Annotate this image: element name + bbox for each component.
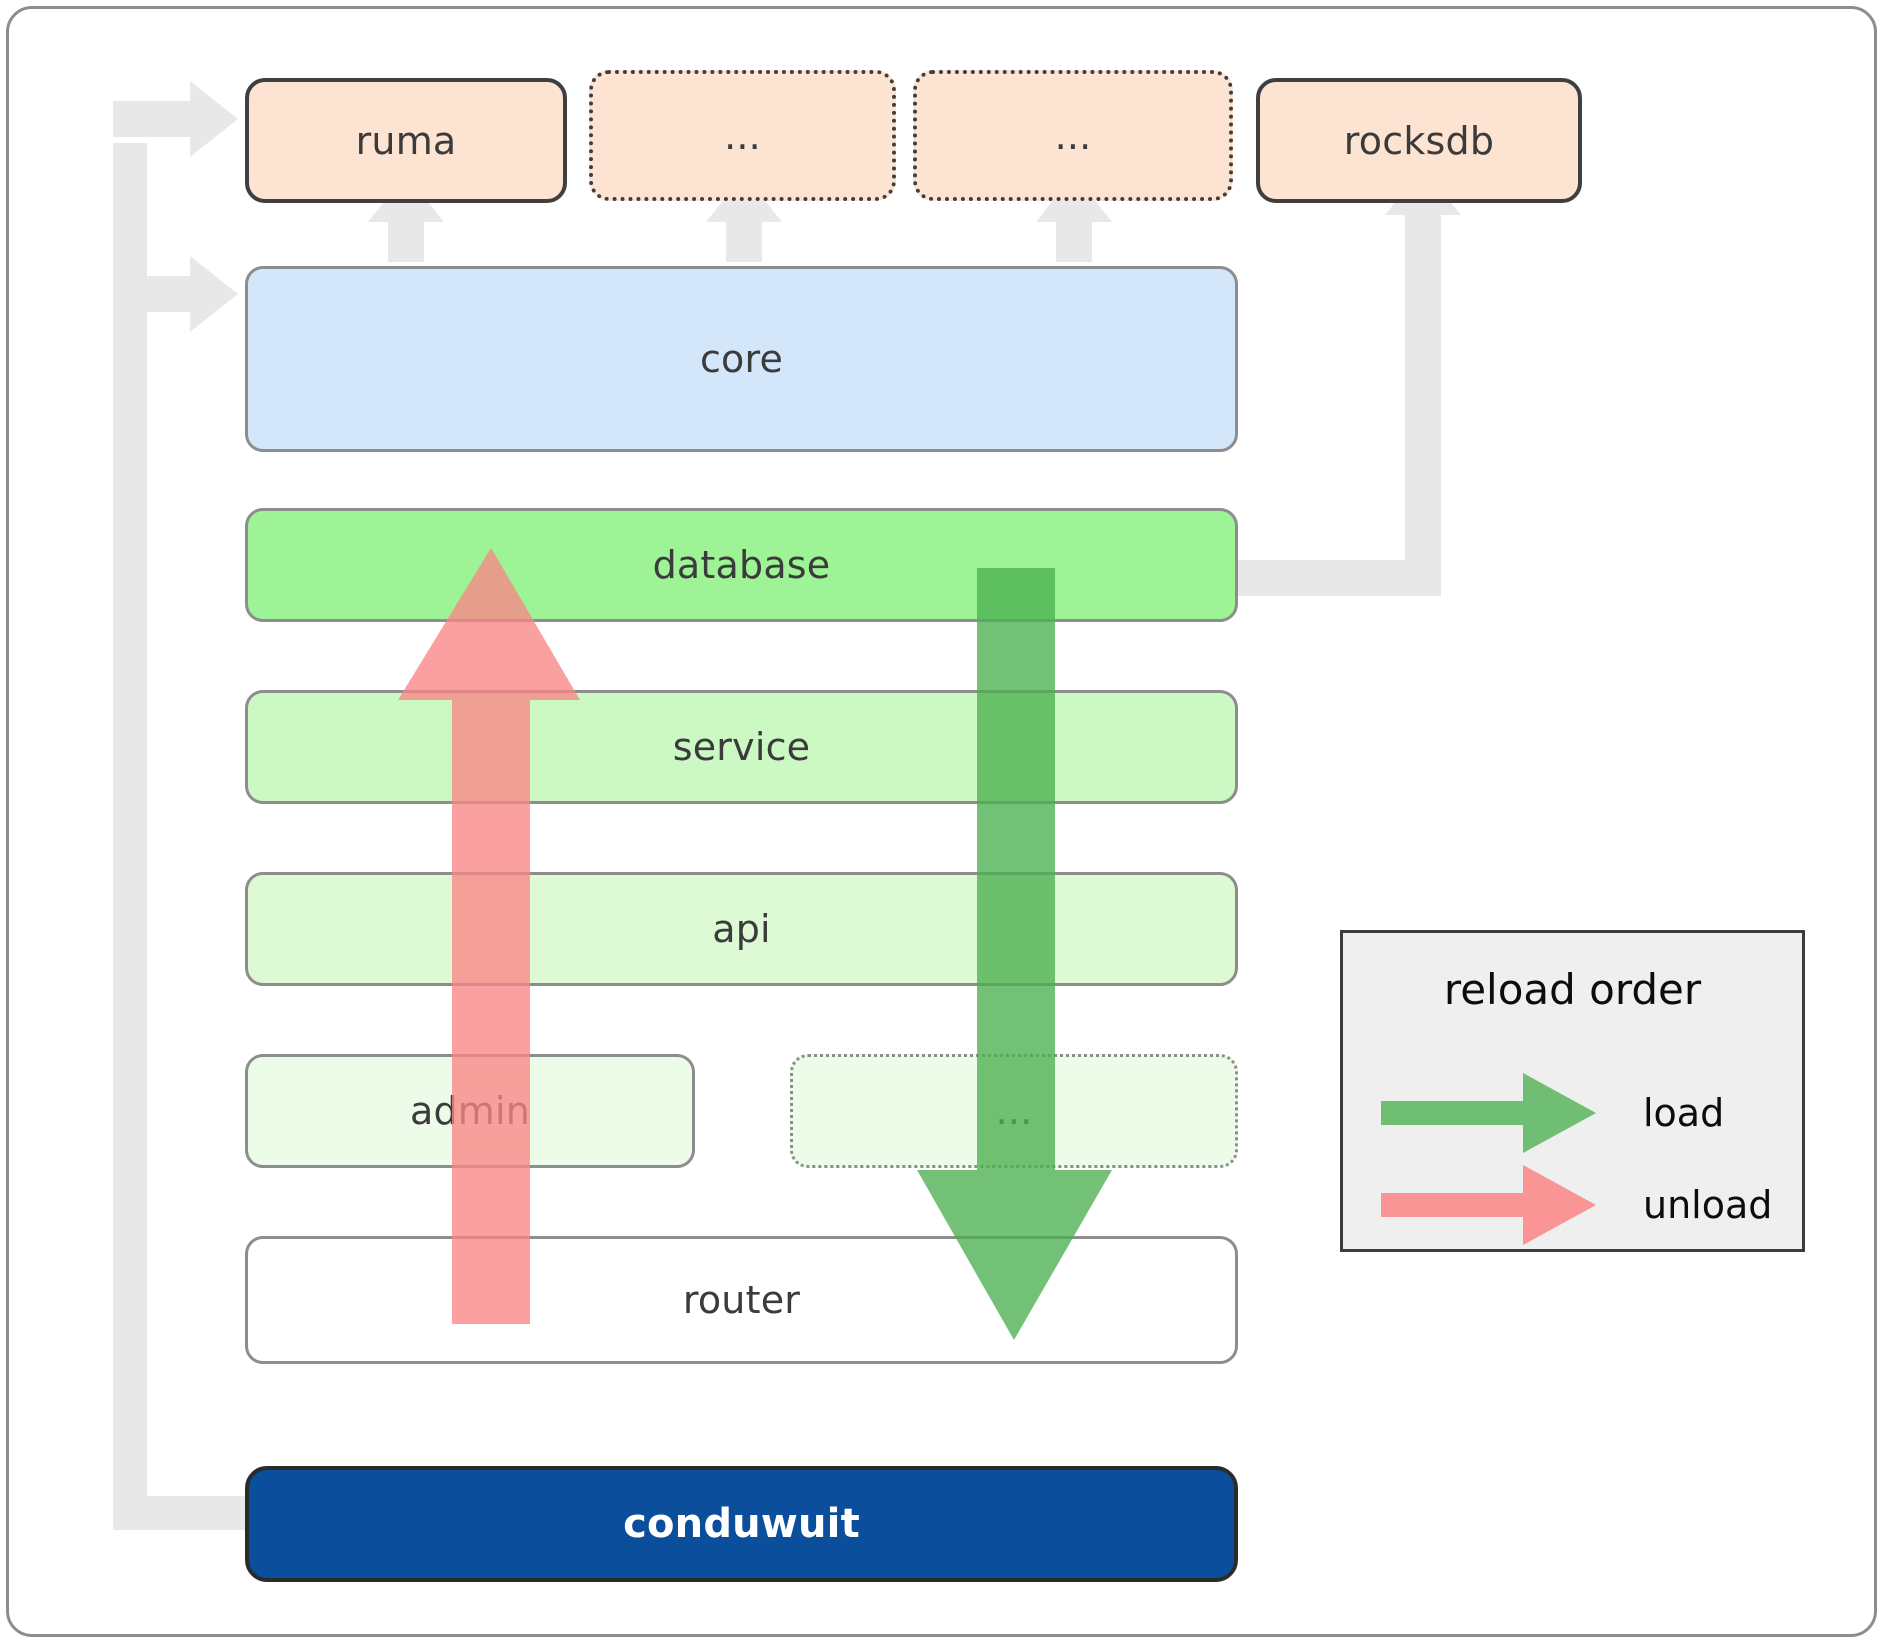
diagram-frame bbox=[6, 6, 1877, 1637]
crate-label: rocksdb bbox=[1343, 118, 1495, 163]
legend-label-unload: unload bbox=[1643, 1183, 1773, 1227]
layer-label: router bbox=[682, 1278, 801, 1322]
legend-panel: reload order load unload bbox=[1340, 930, 1805, 1252]
layer-box-core[interactable]: core bbox=[245, 266, 1238, 452]
layer-box-admin[interactable]: admin bbox=[245, 1054, 695, 1168]
legend-arrow-unload bbox=[1381, 1165, 1596, 1245]
crate-box-ellipsis-2[interactable]: ... bbox=[913, 70, 1233, 201]
layer-box-service[interactable]: service bbox=[245, 690, 1238, 804]
application-box-conduwuit[interactable]: conduwuit bbox=[245, 1466, 1238, 1582]
crate-box-ellipsis-1[interactable]: ... bbox=[589, 70, 896, 201]
legend-arrow-load bbox=[1381, 1073, 1596, 1153]
layer-label: service bbox=[672, 725, 811, 769]
layer-box-router[interactable]: router bbox=[245, 1236, 1238, 1364]
crate-box-ruma[interactable]: ruma bbox=[245, 78, 567, 203]
layer-box-ellipsis[interactable]: ... bbox=[790, 1054, 1238, 1168]
layer-box-database[interactable]: database bbox=[245, 508, 1238, 622]
layer-label: admin bbox=[409, 1089, 531, 1133]
layer-box-api[interactable]: api bbox=[245, 872, 1238, 986]
legend-label-load: load bbox=[1643, 1091, 1725, 1135]
layer-label: api bbox=[712, 907, 771, 951]
layer-label: ... bbox=[995, 1089, 1033, 1133]
crate-box-rocksdb[interactable]: rocksdb bbox=[1256, 78, 1582, 203]
crate-label: ... bbox=[1054, 113, 1092, 158]
layer-label: database bbox=[652, 543, 831, 587]
crate-label: ruma bbox=[355, 118, 457, 163]
legend-title: reload order bbox=[1443, 965, 1702, 1014]
layer-label: core bbox=[699, 337, 784, 381]
application-label: conduwuit bbox=[623, 1501, 860, 1547]
crate-label: ... bbox=[724, 113, 761, 158]
